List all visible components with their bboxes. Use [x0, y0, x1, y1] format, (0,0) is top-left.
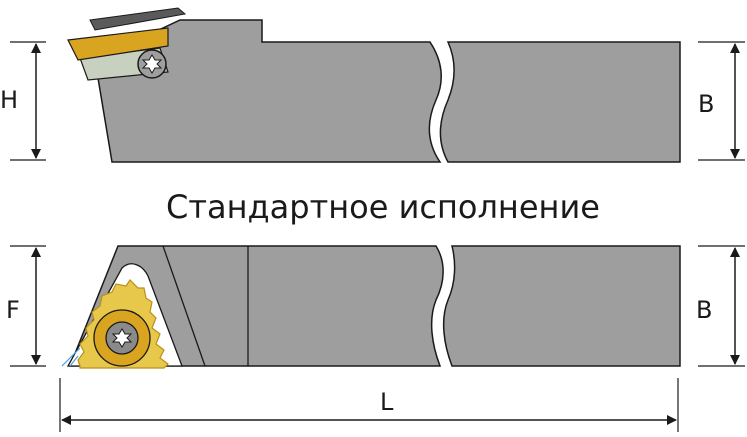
- plan-body-right: [442, 245, 681, 367]
- dimension-b-bottom: B: [696, 245, 745, 367]
- holder-side-view: [67, 7, 681, 163]
- head-line-1: [162, 245, 206, 367]
- dimension-label-h: H: [0, 86, 18, 114]
- dimension-label-b-bottom: B: [696, 296, 712, 324]
- plan-torx-icon: [111, 328, 133, 348]
- holder-body-right: [439, 41, 681, 163]
- torx-icon: [141, 54, 163, 74]
- reference-lines: [61, 347, 81, 367]
- dimension-l: L: [59, 378, 679, 432]
- dimension-f: F: [6, 245, 46, 367]
- dimension-h: H: [0, 41, 46, 161]
- holder-body-left: [94, 19, 442, 163]
- dimension-label-l: L: [380, 388, 394, 416]
- dimension-label-b-top: B: [698, 90, 714, 118]
- caption: Стандартное исполнение: [166, 188, 600, 226]
- dimension-label-f: F: [6, 296, 20, 324]
- clamp-bar: [89, 7, 187, 31]
- insert-side: [67, 27, 169, 61]
- dimension-b-top: B: [698, 41, 745, 161]
- holder-plan-view: [61, 245, 681, 369]
